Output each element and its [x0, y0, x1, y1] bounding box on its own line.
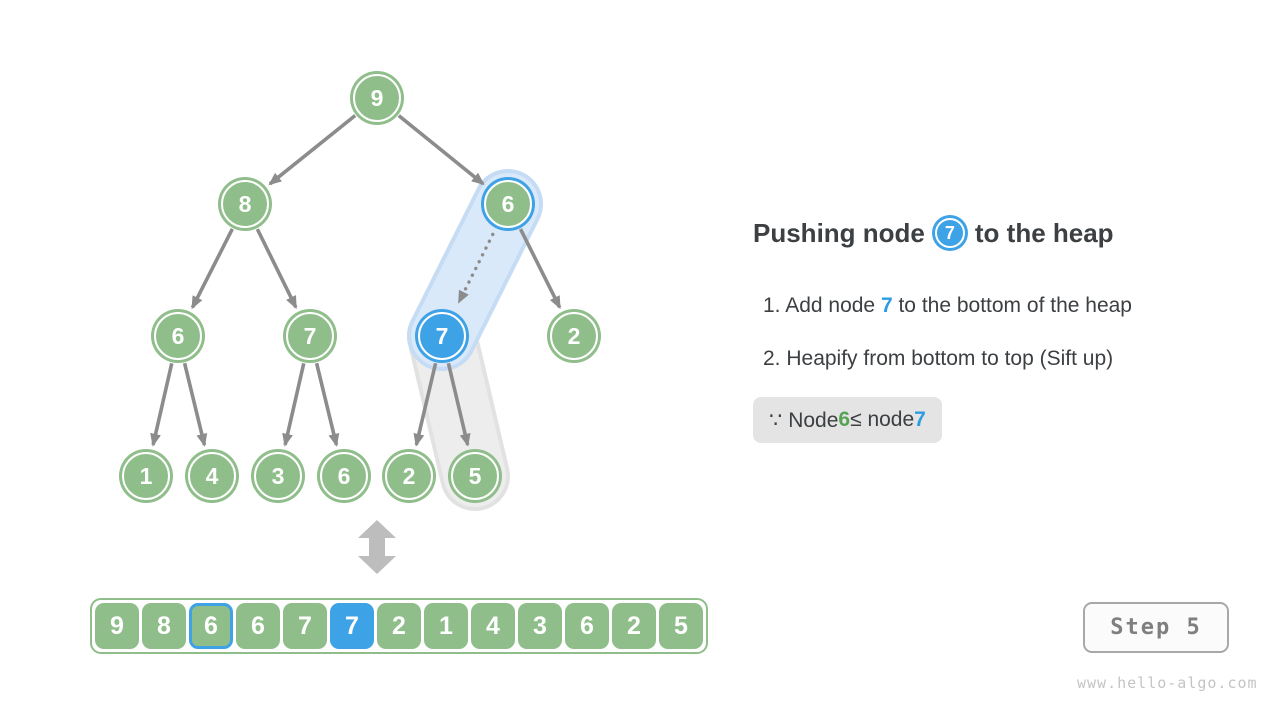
- note-text-mid: ≤ node: [850, 408, 915, 431]
- instruction-step-2: 2. Heapify from bottom to top (Sift up): [763, 347, 1113, 371]
- array-cell: 7: [330, 603, 374, 649]
- step-indicator[interactable]: Step 5: [1083, 602, 1229, 653]
- array-cell: 7: [283, 603, 327, 649]
- array-cell: 3: [518, 603, 562, 649]
- tree-node: 6: [154, 312, 202, 360]
- tree-edge: [314, 362, 340, 447]
- array-cell: 6: [236, 603, 280, 649]
- tree-node: 9: [353, 74, 401, 122]
- tree-edge: [446, 362, 471, 447]
- array-cell: 2: [612, 603, 656, 649]
- tree-edge: [413, 362, 438, 447]
- tree-edge: [397, 114, 485, 186]
- tree-array-swap-icon: [358, 520, 396, 574]
- tree-edge: [190, 228, 234, 310]
- tree-edge: [255, 228, 298, 310]
- instruction-step-1: 1. Add node 7 to the bottom of the heap: [763, 294, 1132, 318]
- tree-node: 7: [418, 312, 466, 360]
- note-text: ∵ Node: [769, 408, 839, 432]
- note-blue-value: 7: [914, 408, 926, 431]
- tree-node: 2: [385, 452, 433, 500]
- array-cell: 8: [142, 603, 186, 649]
- tree-node: 1: [122, 452, 170, 500]
- sift-up-dotted-arrow: [457, 232, 495, 304]
- tree-edge: [518, 228, 562, 310]
- tree-node: 8: [221, 180, 269, 228]
- sift-up-arrow: [457, 232, 495, 304]
- tree-node: 2: [550, 312, 598, 360]
- panel-title-prefix: Pushing node: [753, 217, 925, 248]
- array-cell: 6: [189, 603, 233, 649]
- tree-node: 7: [286, 312, 334, 360]
- tree-edge: [268, 114, 357, 186]
- tree-node: 4: [188, 452, 236, 500]
- panel-title-suffix: to the heap: [974, 217, 1114, 248]
- step2-text: 2. Heapify from bottom to top (Sift up): [763, 347, 1114, 370]
- tree-node: 6: [320, 452, 368, 500]
- step1-highlight: 7: [880, 294, 893, 317]
- tree-edges: [150, 114, 562, 447]
- note-green-value: 6: [838, 408, 851, 431]
- comparison-note: ∵ Node 6 ≤ node 7: [753, 397, 942, 443]
- array-cell: 2: [377, 603, 421, 649]
- array-cell: 1: [424, 603, 468, 649]
- step1-text-post: to the bottom of the heap: [892, 294, 1132, 317]
- array-cell: 4: [471, 603, 515, 649]
- tree-edge: [282, 362, 306, 447]
- tree-node: 5: [451, 452, 499, 500]
- tree-node: 3: [254, 452, 302, 500]
- tree-edge: [150, 362, 174, 447]
- node-badge: 7: [934, 218, 965, 248]
- array-cell: 5: [659, 603, 703, 649]
- panel-title: Pushing node 7 to the heap: [753, 212, 1114, 254]
- tree-edge: [182, 362, 208, 447]
- array-cell: 6: [565, 603, 609, 649]
- tree-node: 6: [484, 180, 532, 228]
- array-cell: 9: [95, 603, 139, 649]
- step1-text: 1. Add node: [763, 294, 881, 317]
- watermark: www.hello-algo.com: [1077, 674, 1258, 692]
